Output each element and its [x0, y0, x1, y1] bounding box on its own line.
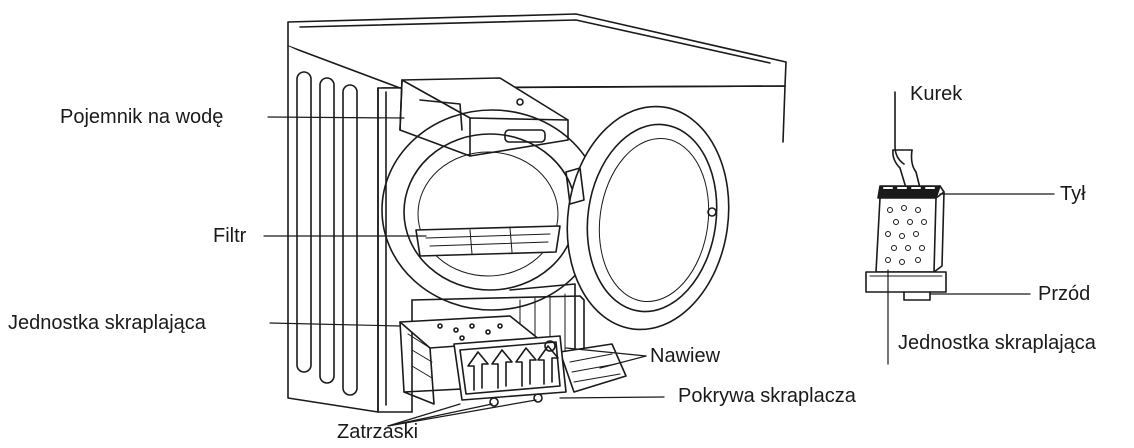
dryer-door	[565, 105, 730, 331]
label-tap: Kurek	[910, 83, 963, 105]
leader-lines	[263, 116, 665, 427]
label-condenser-unit-detail: Jednostka skraplająca	[898, 332, 1096, 354]
label-back: Tył	[1060, 183, 1086, 205]
label-filter: Filtr	[213, 225, 247, 247]
label-latches: Zatrzaski	[337, 421, 419, 443]
label-air-inlet: Nawiew	[650, 345, 721, 367]
water-container-drawer	[399, 77, 569, 157]
lower-compartment	[411, 283, 627, 413]
condenser-cover	[453, 335, 567, 407]
label-condenser-cover: Pokrywa skraplacza	[678, 385, 856, 407]
dryer-body	[287, 13, 787, 413]
detail-leader-lines	[887, 193, 1055, 365]
label-front: Przód	[1038, 283, 1091, 305]
label-condenser-unit: Jednostka skraplająca	[8, 312, 206, 334]
condenser-unit-detail	[865, 91, 947, 301]
label-water-container: Pojemnik na wodę	[60, 106, 224, 128]
